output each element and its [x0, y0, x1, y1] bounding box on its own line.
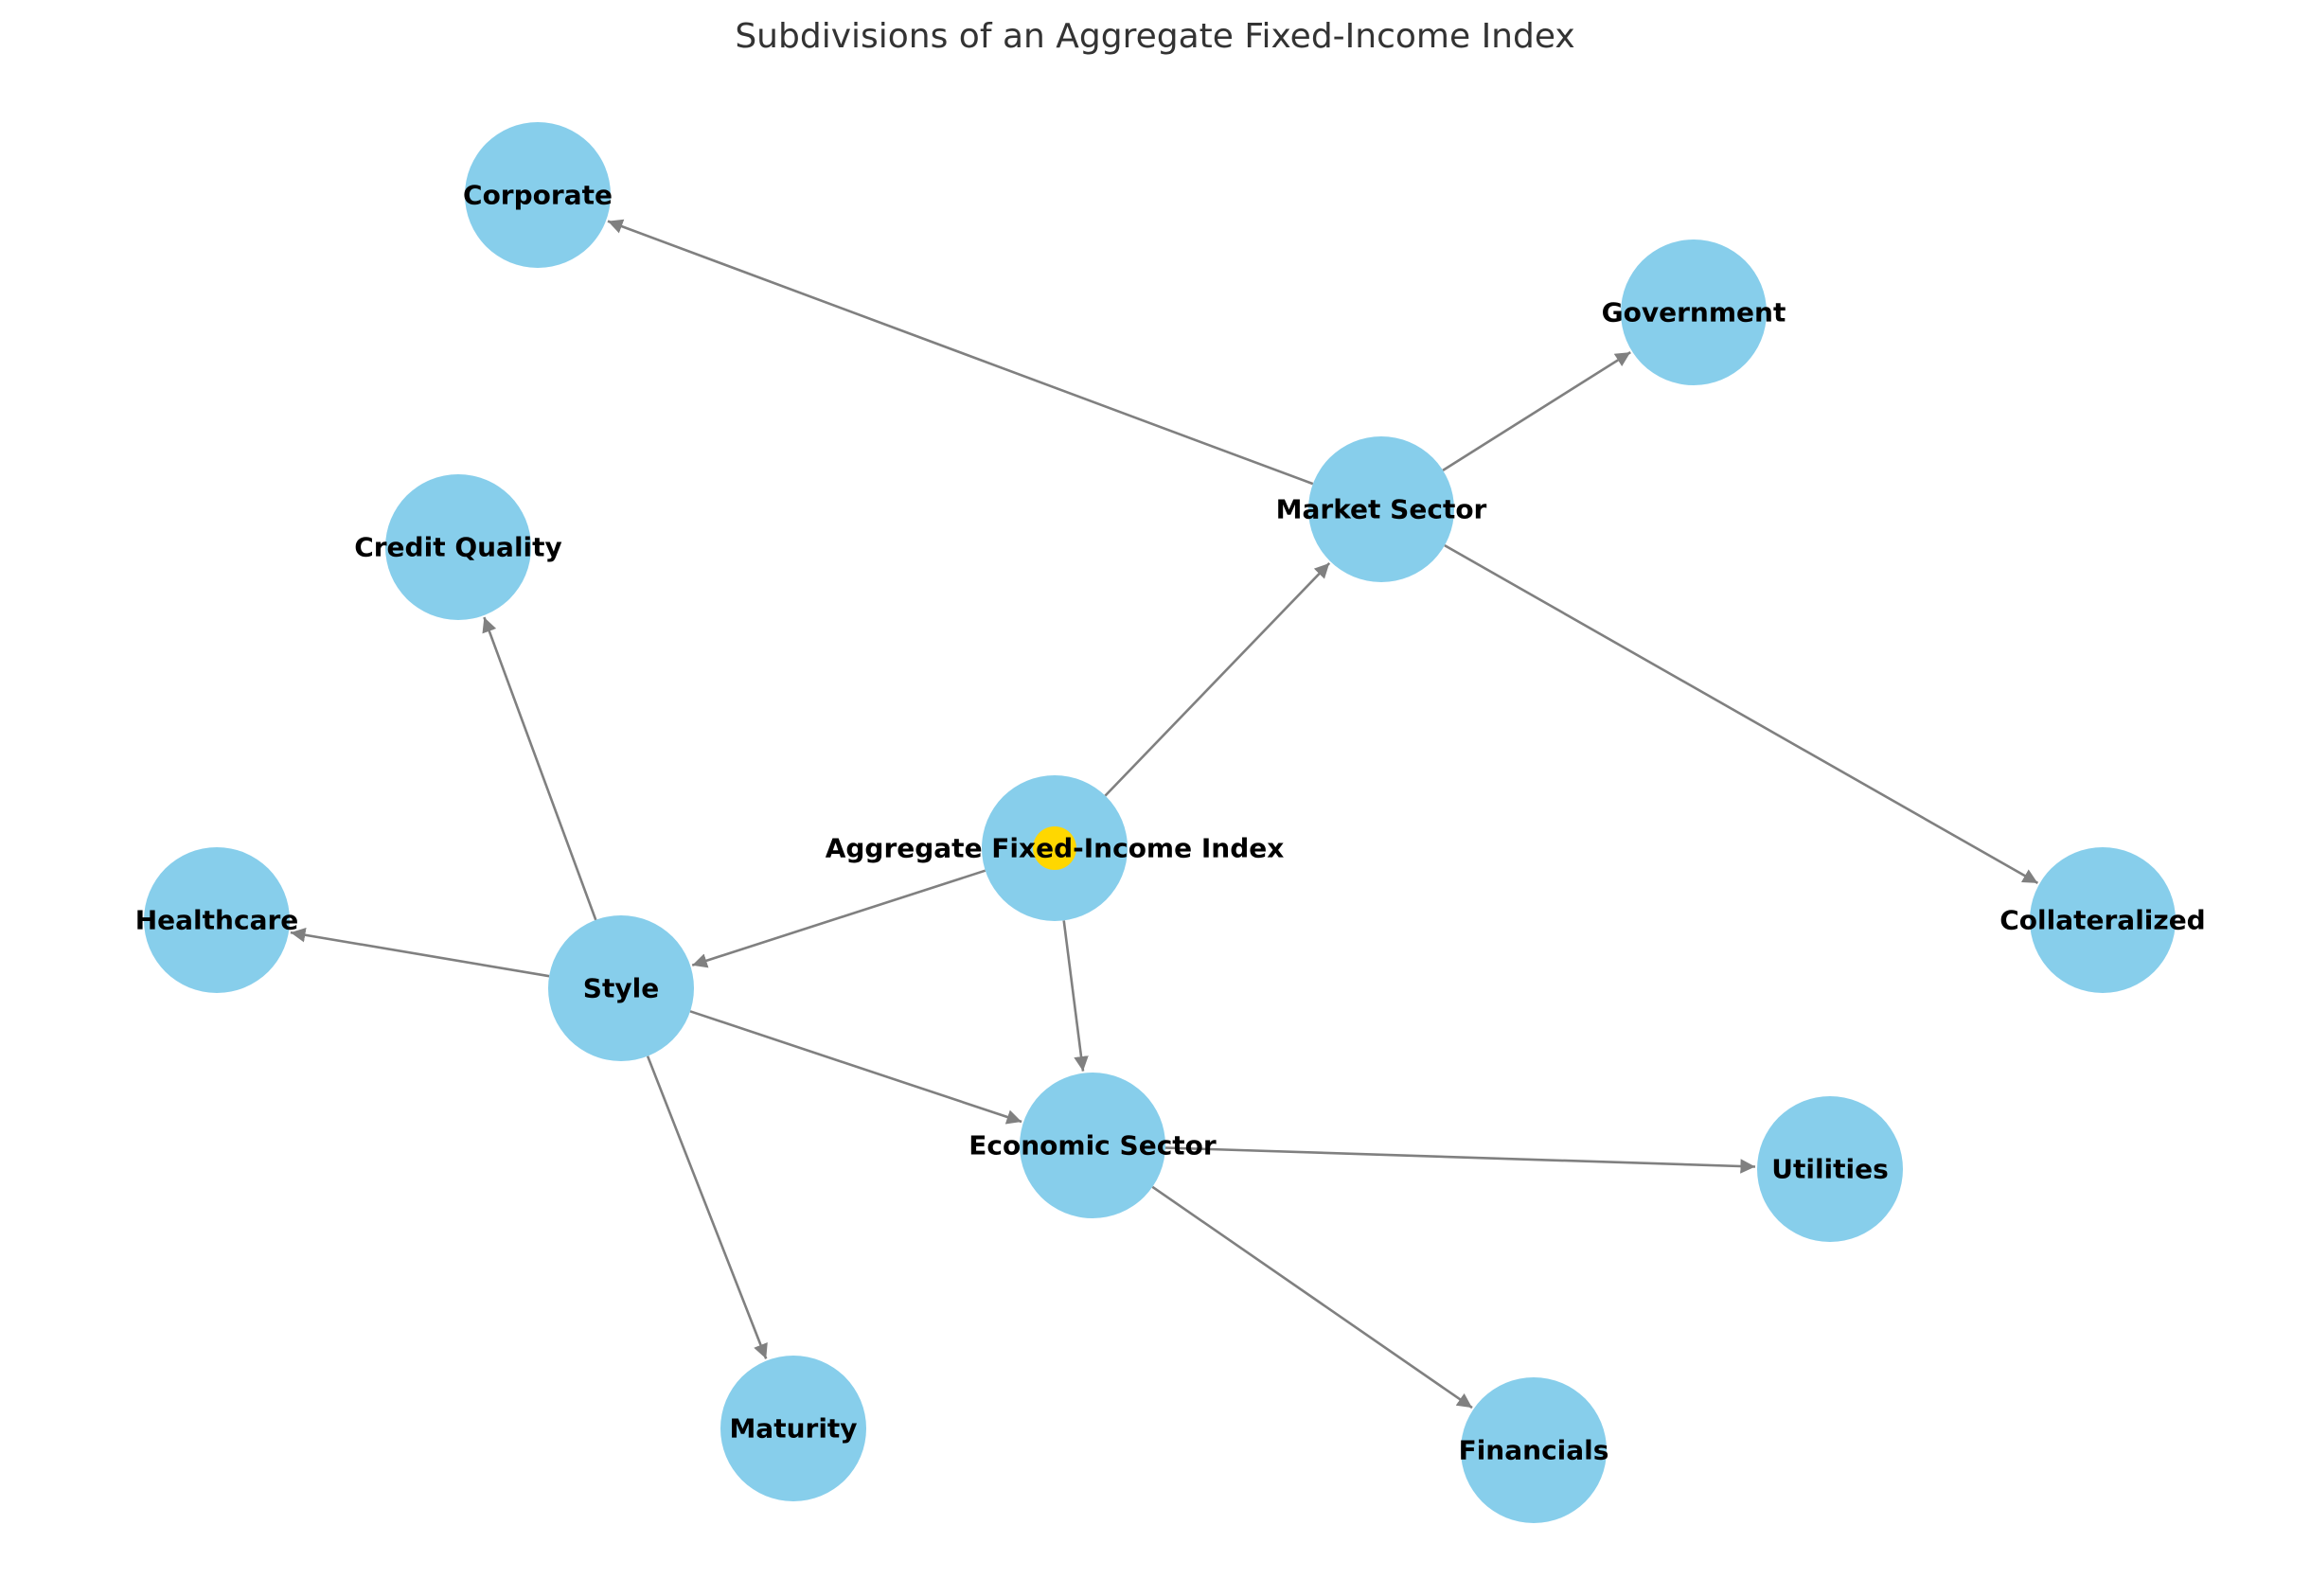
node-label-credit: Credit Quality	[354, 532, 562, 563]
edge-style-to-credit	[482, 616, 597, 921]
node-label-healthcare: Healthcare	[135, 905, 299, 936]
node-economic[interactable]	[1020, 1073, 1165, 1218]
node-label-maturity: Maturity	[729, 1413, 857, 1445]
node-credit[interactable]	[385, 474, 531, 620]
edges-layer	[290, 219, 2039, 1410]
node-label-root: Aggregate Fixed-Income Index	[826, 833, 1285, 864]
edge-market-to-collateralized	[1444, 543, 2039, 885]
node-style[interactable]	[548, 915, 694, 1061]
edge-style-to-economic	[689, 1010, 1022, 1125]
edge-market-to-government	[1442, 351, 1631, 471]
diagram-title: Subdivisions of an Aggregate Fixed-Incom…	[735, 17, 1574, 56]
edge-root-to-market	[1104, 561, 1331, 797]
edge-economic-to-utilities	[1164, 1146, 1756, 1174]
edge-market-to-corporate	[607, 219, 1314, 486]
edge-style-to-maturity	[646, 1055, 768, 1359]
node-healthcare[interactable]	[144, 847, 290, 993]
node-utilities[interactable]	[1757, 1096, 1903, 1242]
node-label-government: Government	[1602, 297, 1786, 328]
labels-layer: Aggregate Fixed-Income Index Market Secto…	[135, 180, 2206, 1466]
edge-root-to-economic	[1062, 920, 1089, 1072]
edge-economic-to-financials	[1151, 1185, 1473, 1410]
root-marker-dot	[1033, 826, 1076, 870]
nodes-layer	[144, 122, 2176, 1523]
node-maturity[interactable]	[720, 1356, 866, 1501]
edge-style-to-healthcare	[290, 928, 550, 978]
node-label-utilities: Utilities	[1771, 1154, 1889, 1185]
node-label-collateralized: Collateralized	[1999, 905, 2205, 936]
node-label-financials: Financials	[1459, 1435, 1609, 1466]
node-label-market: Market Sector	[1276, 494, 1487, 525]
edge-root-to-style	[691, 869, 986, 968]
node-market[interactable]	[1308, 436, 1454, 582]
node-collateralized[interactable]	[2030, 847, 2176, 993]
node-label-style: Style	[583, 973, 659, 1004]
node-label-economic: Economic Sector	[968, 1130, 1217, 1162]
node-corporate[interactable]	[465, 122, 611, 268]
node-label-corporate: Corporate	[463, 180, 613, 211]
node-financials[interactable]	[1461, 1377, 1607, 1523]
node-government[interactable]	[1621, 239, 1767, 385]
